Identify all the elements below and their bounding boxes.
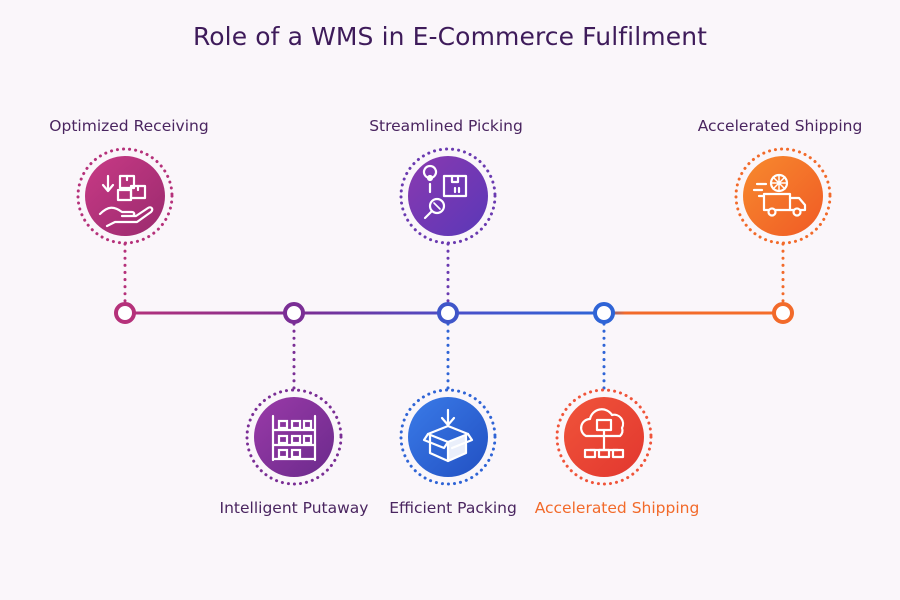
timeline-node — [437, 302, 459, 324]
step-label-accelerated-shipping-cloud: Accelerated Shipping — [534, 499, 700, 517]
timeline-node — [283, 302, 305, 324]
step-label-receiving: Optimized Receiving — [49, 117, 209, 135]
page-title: Role of a WMS in E-Commerce Fulfilment — [192, 22, 708, 51]
step-label-accelerated-shipping: Accelerated Shipping — [697, 117, 863, 135]
receiving-hand-boxes-icon — [76, 147, 174, 245]
timeline-node — [593, 302, 615, 324]
storage-shelves-icon — [245, 388, 343, 486]
timeline-node — [772, 302, 794, 324]
packing-box-icon — [399, 388, 497, 486]
timeline-node — [114, 302, 136, 324]
step-label-picking: Streamlined Picking — [369, 117, 523, 135]
picking-search-box-icon — [399, 147, 497, 245]
step-label-putaway: Intelligent Putaway — [219, 499, 369, 517]
delivery-truck-icon — [734, 147, 832, 245]
step-label-packing: Efficient Packing — [389, 499, 517, 517]
cloud-network-icon — [555, 388, 653, 486]
